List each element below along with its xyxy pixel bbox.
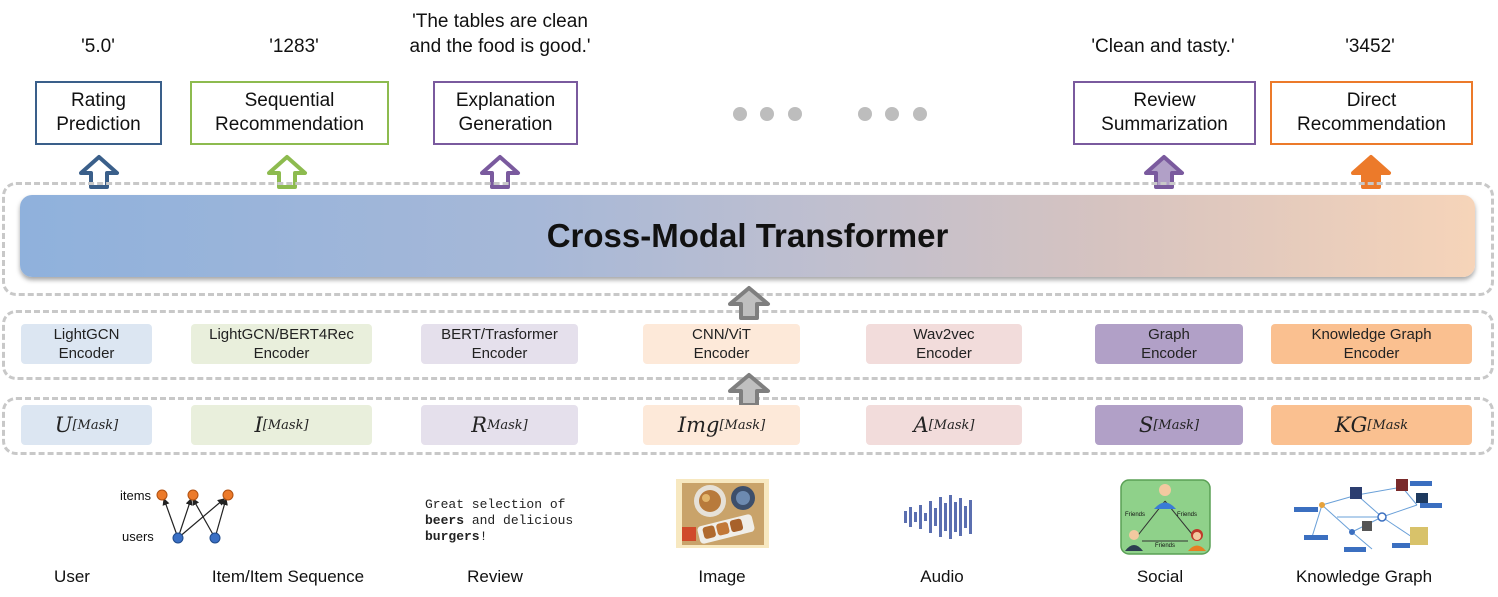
explanation-output: 'The tables are clean and the food is go…	[409, 11, 591, 57]
task-explanation-generation: Explanation Generation	[433, 81, 578, 145]
social-network-icon	[1120, 479, 1211, 555]
modality-user: User	[54, 567, 90, 586]
sequential-output: '1283'	[269, 36, 319, 57]
ellipsis-dot	[885, 107, 899, 121]
up-arrow-icon	[79, 155, 119, 189]
task-rating-prediction: Rating Prediction	[35, 81, 162, 145]
modality-image: Image	[698, 567, 746, 586]
up-arrow-icon	[1351, 155, 1391, 189]
up-arrow-icon	[267, 155, 307, 189]
token-audio: A[Mask]	[866, 405, 1022, 445]
friends-label: Friends	[1155, 543, 1176, 549]
ellipsis-dot	[733, 107, 747, 121]
direct-output: '3452'	[1345, 36, 1395, 57]
task-sequential-recommendation: Sequential Recommendation	[190, 81, 389, 145]
summary-output: 'Clean and tasty.'	[1091, 36, 1235, 57]
token-image: Img[Mask]	[643, 405, 800, 445]
audio-waveform-icon	[904, 495, 972, 539]
token-social: S[Mask]	[1095, 405, 1243, 445]
items-label: items	[120, 488, 152, 503]
ellipsis-dot	[913, 107, 927, 121]
encoder-audio: Wav2vec Encoder	[866, 324, 1022, 364]
user-item-graph-icon	[156, 489, 234, 544]
modality-item: Item/Item Sequence	[211, 567, 365, 586]
encoder-knowledge-graph: Knowledge Graph Encoder	[1271, 324, 1472, 364]
friends-label: Friends	[1177, 512, 1198, 518]
modality-review: Review	[467, 567, 523, 586]
up-arrow-icon	[480, 155, 520, 189]
encoder-social: Graph Encoder	[1095, 324, 1243, 364]
rating-output: '5.0'	[81, 36, 115, 57]
friends-label: Friends	[1125, 512, 1146, 518]
food-image-icon	[676, 479, 769, 548]
token-knowledge-graph: KG[Mask	[1271, 405, 1472, 445]
encoder-review: BERT/Trasformer Encoder	[421, 324, 578, 364]
encoder-user: LightGCN Encoder	[21, 324, 152, 364]
cross-modal-transformer: Cross-Modal Transformer	[20, 195, 1475, 277]
users-label: users	[122, 529, 154, 544]
up-arrow-icon	[728, 286, 770, 320]
task-review-summarization: Review Summarization	[1073, 81, 1256, 145]
encoder-item: LightGCN/BERT4Rec Encoder	[191, 324, 372, 364]
ellipsis-dot	[858, 107, 872, 121]
up-arrow-icon	[728, 373, 770, 407]
up-arrow-icon	[1144, 155, 1184, 189]
ellipsis-dot	[760, 107, 774, 121]
token-item: I[Mask]	[191, 405, 372, 445]
ellipsis-dot	[788, 107, 802, 121]
task-direct-recommendation: Direct Recommendation	[1270, 81, 1473, 145]
knowledge-graph-icon	[1294, 479, 1442, 552]
modality-audio: Audio	[920, 567, 964, 586]
modality-social: Social	[1136, 567, 1184, 586]
modality-knowledge-graph: Knowledge Graph	[1295, 567, 1433, 586]
review-sample: Great selection of beers and delicious b…	[425, 497, 574, 544]
encoder-image: CNN/ViT Encoder	[643, 324, 800, 364]
token-user: U[Mask]	[21, 405, 152, 445]
